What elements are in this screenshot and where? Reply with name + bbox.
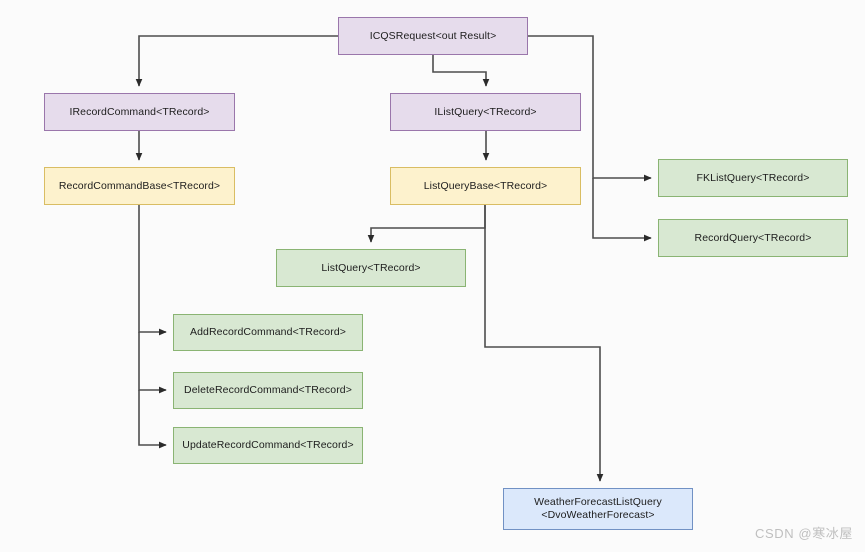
edge-icqs-to-irecordcommand [135, 35, 338, 87]
edge-base-to-updaterecord [138, 390, 167, 449]
node-ilistquery[interactable]: IListQuery<TRecord> [390, 93, 581, 131]
node-addrecordcommand[interactable]: AddRecordCommand<TRecord> [173, 314, 363, 351]
node-deleterecordcommand[interactable]: DeleteRecordCommand<TRecord> [173, 372, 363, 409]
node-recordcommandbase[interactable]: RecordCommandBase<TRecord> [44, 167, 235, 205]
node-fklistquery[interactable]: FKListQuery<TRecord> [658, 159, 848, 197]
edge-icqs-to-fklistquery [528, 35, 652, 182]
edge-icqs-to-ilistquery [432, 55, 490, 87]
edge-base-to-addrecord [138, 205, 167, 336]
edge-icqs-to-recordquery [592, 178, 652, 242]
node-updaterecordcommand[interactable]: UpdateRecordCommand<TRecord> [173, 427, 363, 464]
watermark: CSDN @寒冰屋 [754, 526, 853, 541]
node-weatherforecastlistquery[interactable]: WeatherForecastListQuery <DvoWeatherFore… [503, 488, 693, 530]
node-listquerybase[interactable]: ListQueryBase<TRecord> [390, 167, 581, 205]
node-recordquery[interactable]: RecordQuery<TRecord> [658, 219, 848, 257]
node-irecordcommand[interactable]: IRecordCommand<TRecord> [44, 93, 235, 131]
node-listquery[interactable]: ListQuery<TRecord> [276, 249, 466, 287]
edge-listquerybase-to-weather [484, 205, 604, 482]
node-icqsrequest[interactable]: ICQSRequest<out Result> [338, 17, 528, 55]
edge-base-to-deleterecord [138, 332, 167, 394]
edge-listquerybase-to-listquery [367, 205, 486, 243]
